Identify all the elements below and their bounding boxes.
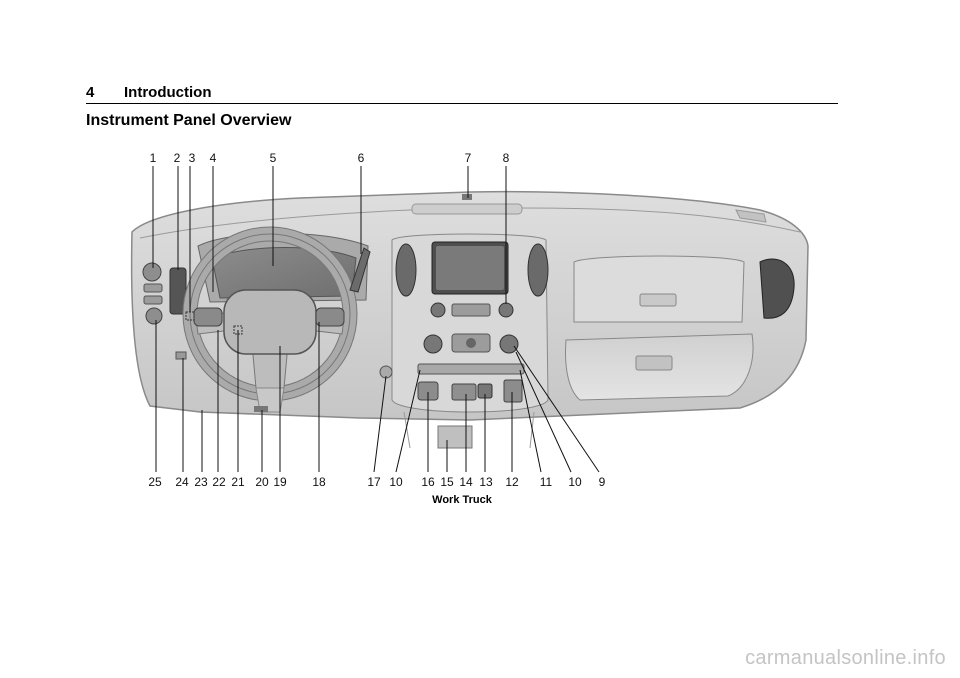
callout-5: 5 (270, 151, 277, 165)
callout-8: 8 (503, 151, 510, 165)
callout-22: 22 (212, 475, 226, 489)
callout-16: 16 (421, 475, 435, 489)
callout-4: 4 (210, 151, 217, 165)
callout-3: 3 (189, 151, 196, 165)
climate-right-knob (499, 334, 519, 354)
chapter-title: Introduction (124, 84, 212, 101)
callout-15: 15 (440, 475, 454, 489)
callout-7: 7 (465, 151, 472, 165)
callout-9: 9 (599, 475, 606, 489)
right-steering-controls (315, 307, 345, 327)
callout-12: 12 (505, 475, 519, 489)
column-shifter (349, 247, 371, 293)
callout-18: 18 (312, 475, 326, 489)
callout-13: 13 (479, 475, 493, 489)
callout-17: 17 (367, 475, 381, 489)
callout-2: 2 (174, 151, 181, 165)
callout-25: 25 (148, 475, 162, 489)
callout-20: 20 (255, 475, 269, 489)
page-number: 4 (86, 84, 95, 101)
page-header: 4 Introduction (86, 84, 838, 104)
right-outer-vent (759, 258, 795, 319)
callout-21: 21 (231, 475, 245, 489)
callout-19: 19 (273, 475, 287, 489)
section-title: Instrument Panel Overview (86, 112, 292, 129)
callout-10-left: 10 (389, 475, 403, 489)
callout-10-right: 10 (568, 475, 582, 489)
exterior-lamp-control (142, 262, 162, 282)
callout-23: 23 (194, 475, 208, 489)
callout-1: 1 (150, 151, 157, 165)
callout-6: 6 (358, 151, 365, 165)
left-steering-controls (193, 307, 223, 327)
climate-left-knob (423, 334, 443, 354)
callout-14: 14 (459, 475, 473, 489)
callout-11: 11 (540, 475, 553, 489)
watermark: carmanualsonline.info (745, 647, 946, 669)
figure-caption: Work Truck (432, 494, 492, 506)
center-right-vent (527, 243, 549, 297)
callout-24: 24 (175, 475, 189, 489)
center-left-vent (395, 243, 417, 297)
